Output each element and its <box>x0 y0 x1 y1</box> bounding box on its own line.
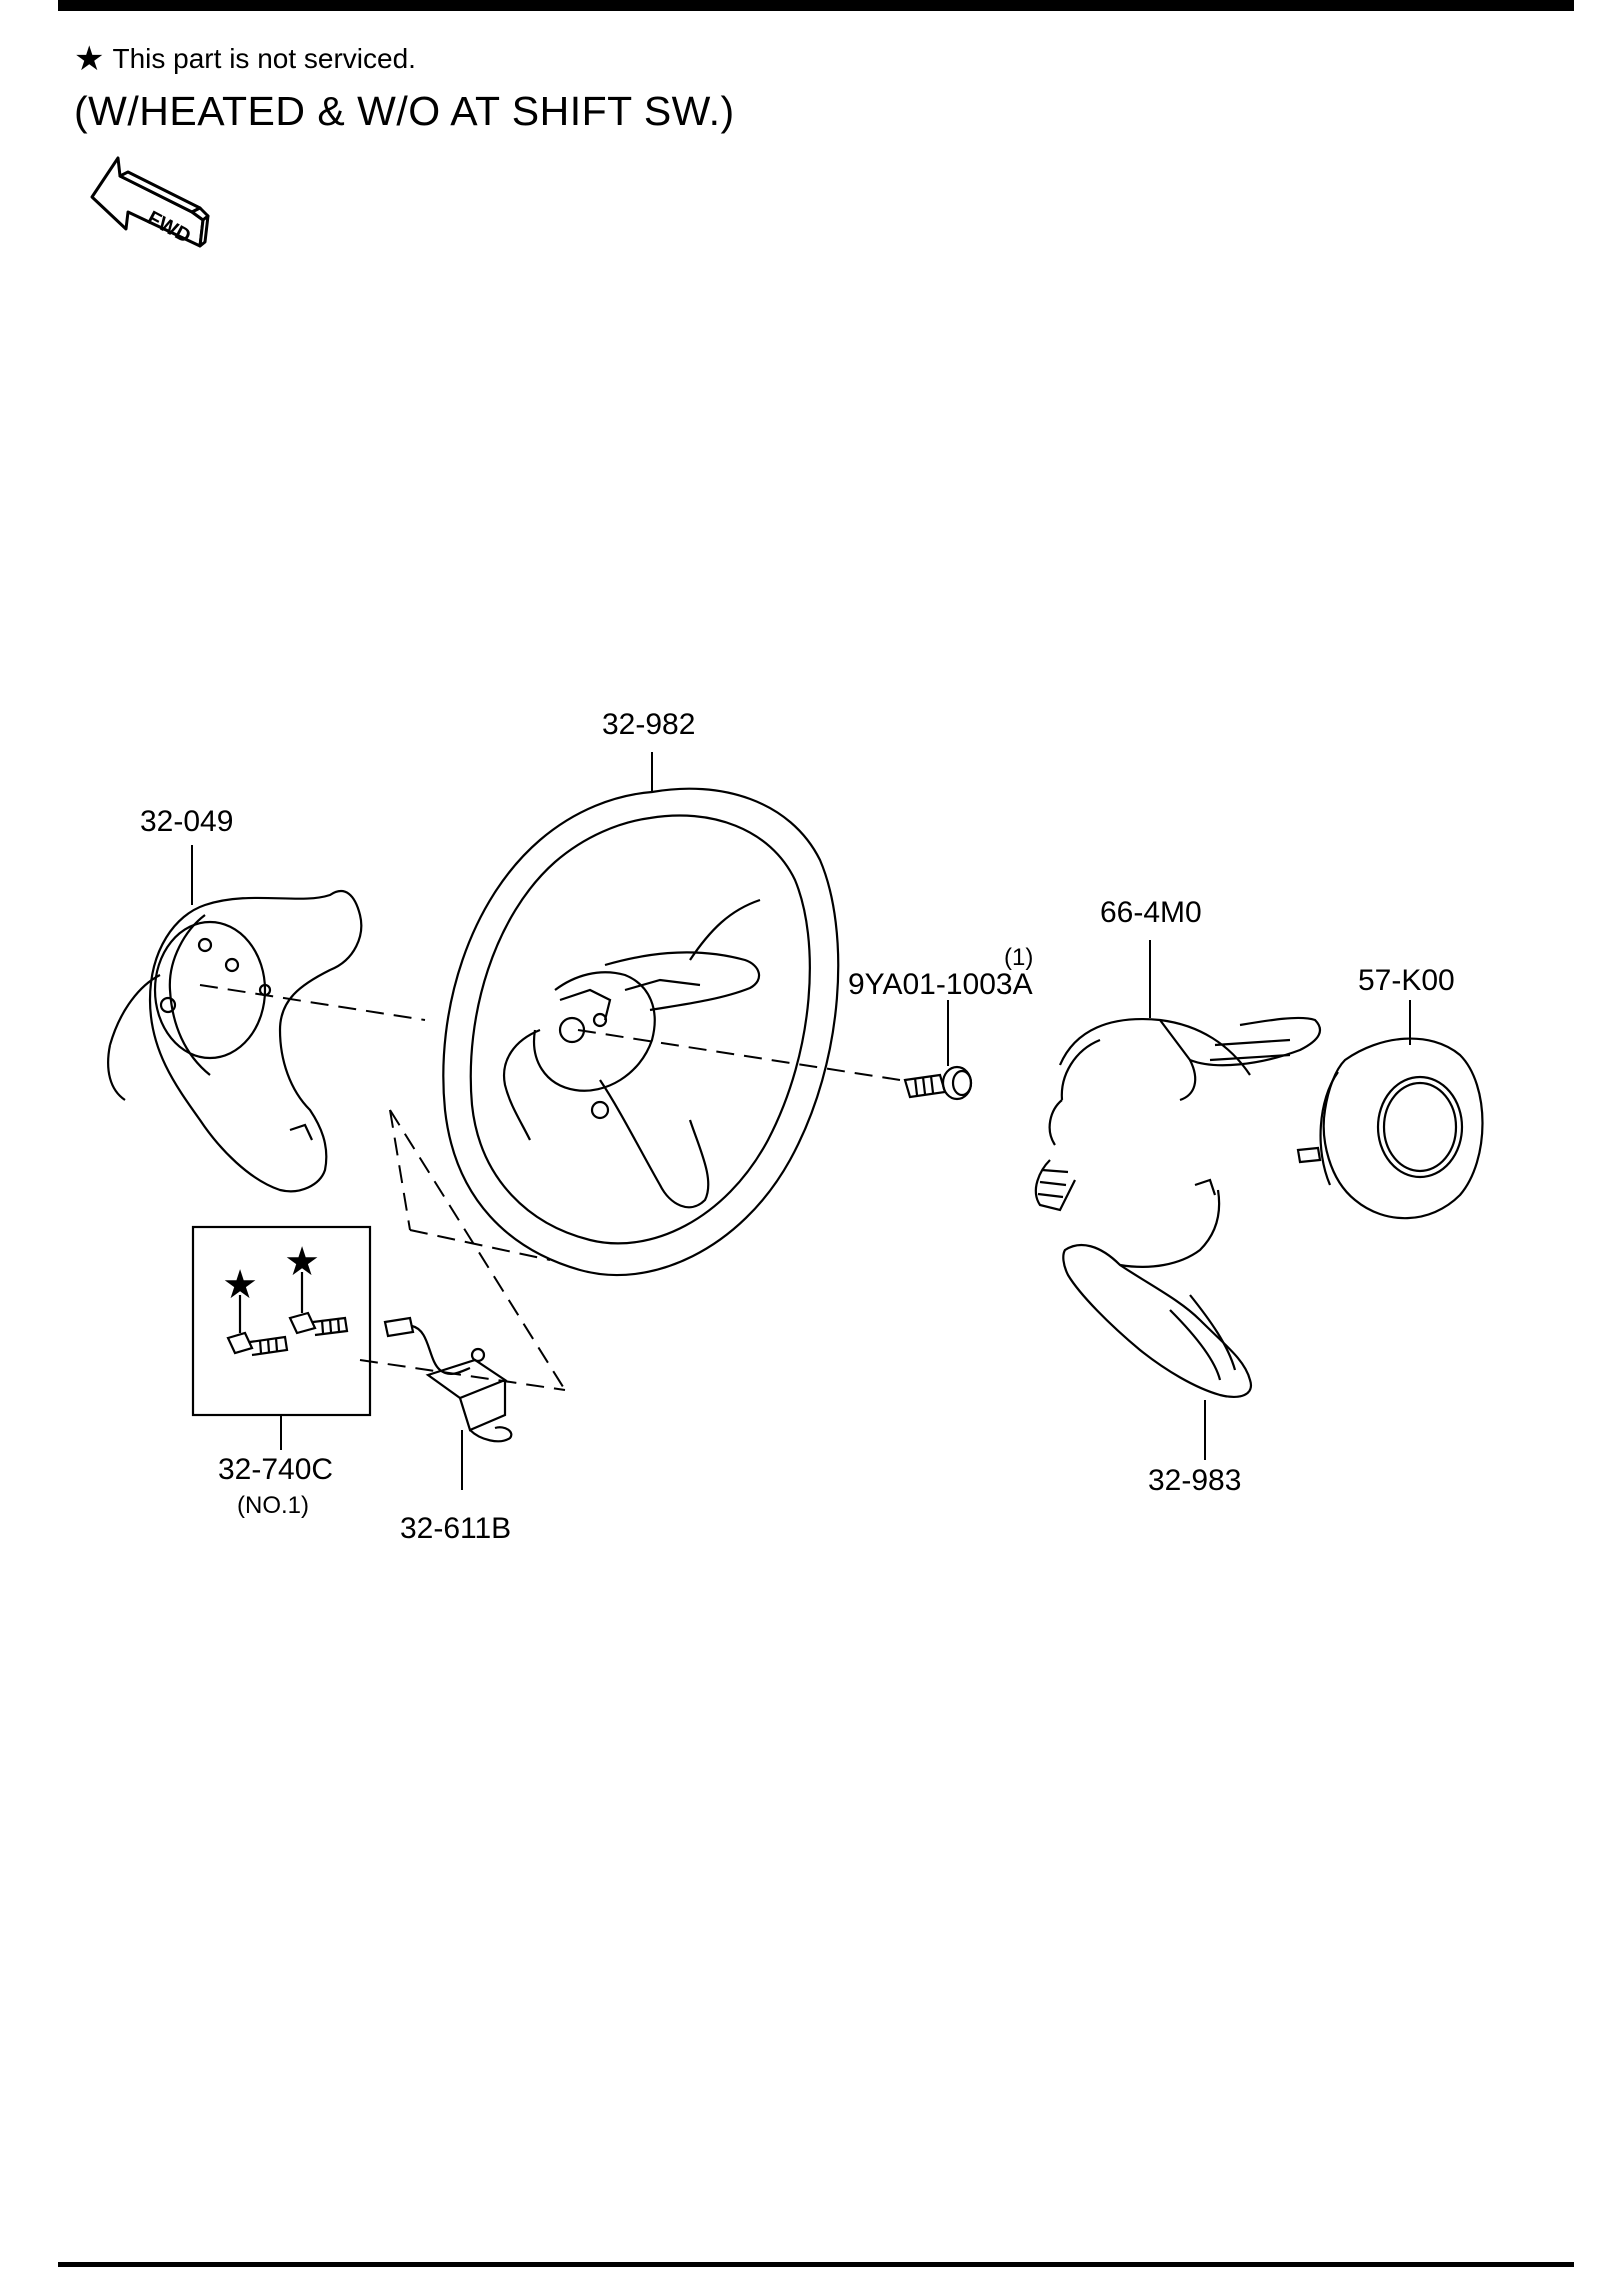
callout-bolt-quantity: (1) <box>1004 944 1034 971</box>
alignment-dashes <box>199 984 901 1391</box>
star-icon: ★ <box>284 1240 320 1284</box>
top-border-rule <box>58 0 1574 11</box>
not-serviced-text: This part is not serviced. <box>112 43 416 74</box>
switch-cover-part <box>1034 1016 1322 1212</box>
callout-66-4M0: 66-4M0 <box>1100 896 1202 929</box>
variant-heading: (W/HEATED & W/O AT SHIFT SW.) <box>74 88 735 134</box>
callout-32-611B: 32-611B <box>400 1512 512 1545</box>
rear-cover-part <box>107 890 363 1193</box>
callout-32-740C: 32-740C <box>218 1453 334 1486</box>
callout-32-983: 32-983 <box>1148 1464 1242 1497</box>
airbag-part <box>1296 1037 1484 1220</box>
bottom-border-rule <box>58 2262 1574 2267</box>
lower-cover-part <box>1062 1178 1253 1398</box>
screw-box <box>191 1225 372 1417</box>
not-serviced-note: ★ This part is not serviced. <box>74 42 416 76</box>
callout-32-049: 32-049 <box>140 805 234 838</box>
callout-32-982: 32-982 <box>602 708 696 741</box>
star-icon: ★ <box>222 1263 258 1307</box>
steering-wheel-part <box>442 787 840 1277</box>
callout-9YA01-1003A: 9YA01-1003A <box>848 968 1033 1001</box>
callout-no1-note: (NO.1) <box>237 1492 309 1519</box>
harness-part <box>383 1316 513 1443</box>
star-icon: ★ <box>74 40 105 78</box>
fwd-arrow-icon: FWD <box>90 156 210 248</box>
callout-57-K00: 57-K00 <box>1358 964 1455 997</box>
bolt-part <box>903 1065 973 1101</box>
